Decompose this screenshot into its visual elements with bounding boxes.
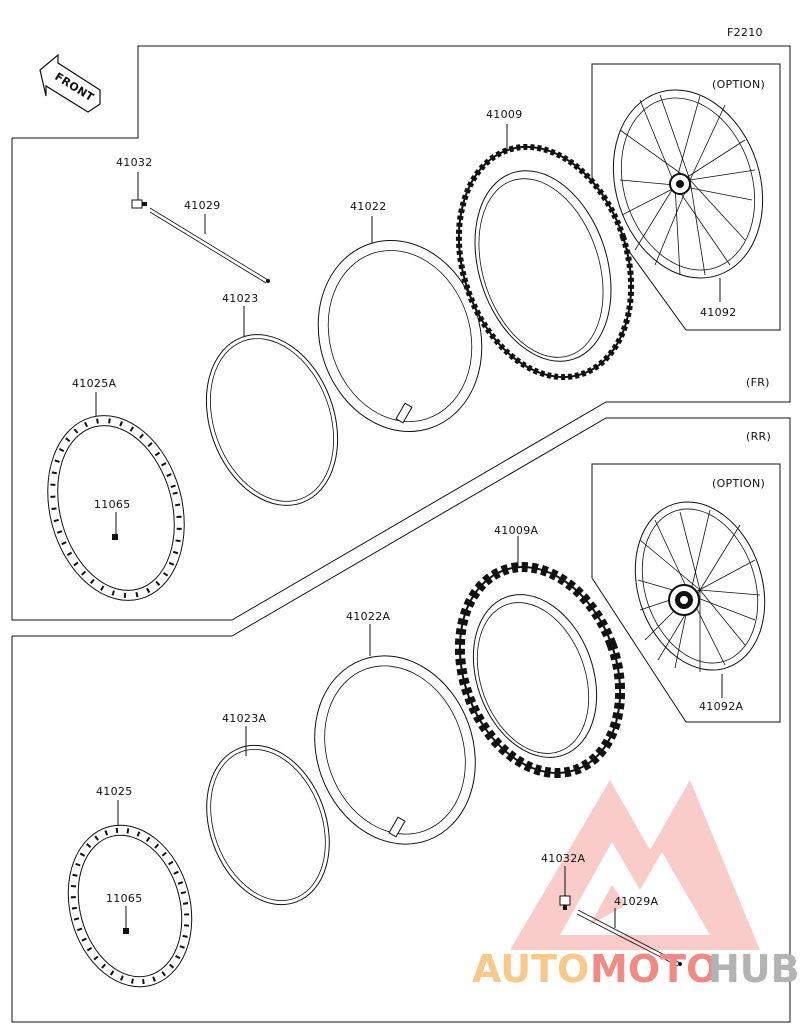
label-41025A: 41025A bbox=[72, 377, 116, 390]
label-41029: 41029 bbox=[184, 199, 221, 212]
front-arrow-icon: FRONT bbox=[39, 53, 101, 113]
option-frame-rear bbox=[591, 463, 781, 723]
option-frame-front bbox=[591, 63, 781, 331]
part-41092-wheel-assembly bbox=[612, 89, 764, 302]
section-label-front: (FR) bbox=[746, 376, 770, 389]
option-label-rear: (OPTION) bbox=[712, 477, 765, 490]
label-41022: 41022 bbox=[350, 200, 387, 213]
part-41092A-wheel-assembly bbox=[634, 501, 766, 698]
figure-code: F2210 bbox=[727, 26, 763, 39]
label-41032A: 41032A bbox=[541, 852, 585, 865]
label-41009: 41009 bbox=[486, 108, 523, 121]
label-41025: 41025 bbox=[96, 785, 133, 798]
watermark-moto: MOTO bbox=[590, 947, 718, 991]
label-41029A: 41029A bbox=[614, 895, 658, 908]
watermark-text: AUTO MOTO HUB bbox=[472, 947, 800, 991]
section-frame-rear bbox=[11, 417, 791, 1023]
part-41032A-nipple bbox=[559, 866, 571, 910]
watermark-logo bbox=[510, 780, 760, 950]
part-41025-rim bbox=[67, 800, 193, 988]
part-41025A-rim bbox=[47, 392, 185, 601]
part-41022-tube bbox=[317, 216, 483, 433]
part-41009-tire bbox=[455, 124, 635, 381]
part-41023A-rim-band bbox=[206, 726, 330, 906]
label-41023: 41023 bbox=[222, 292, 259, 305]
label-41009A: 41009A bbox=[494, 524, 538, 537]
label-41022A: 41022A bbox=[346, 610, 390, 623]
label-11065-front: 11065 bbox=[94, 498, 131, 511]
part-41032-nipple bbox=[131, 172, 147, 209]
label-11065-rear: 11065 bbox=[106, 892, 143, 905]
label-41092: 41092 bbox=[700, 306, 737, 319]
label-41032: 41032 bbox=[116, 156, 153, 169]
watermark-hub: HUB bbox=[708, 947, 800, 991]
part-41023-rim-band bbox=[205, 306, 339, 506]
part-41029-spoke bbox=[149, 207, 270, 284]
option-label-front: (OPTION) bbox=[712, 78, 765, 91]
part-41029A-spoke bbox=[576, 908, 682, 967]
part-41022A-tube bbox=[314, 624, 476, 845]
section-label-rear: (RR) bbox=[746, 430, 771, 443]
label-41092A: 41092A bbox=[699, 700, 743, 713]
watermark-auto: AUTO bbox=[472, 947, 589, 991]
part-41009A-tire bbox=[454, 536, 626, 778]
section-frame-front bbox=[11, 45, 791, 621]
label-41023A: 41023A bbox=[222, 712, 266, 725]
